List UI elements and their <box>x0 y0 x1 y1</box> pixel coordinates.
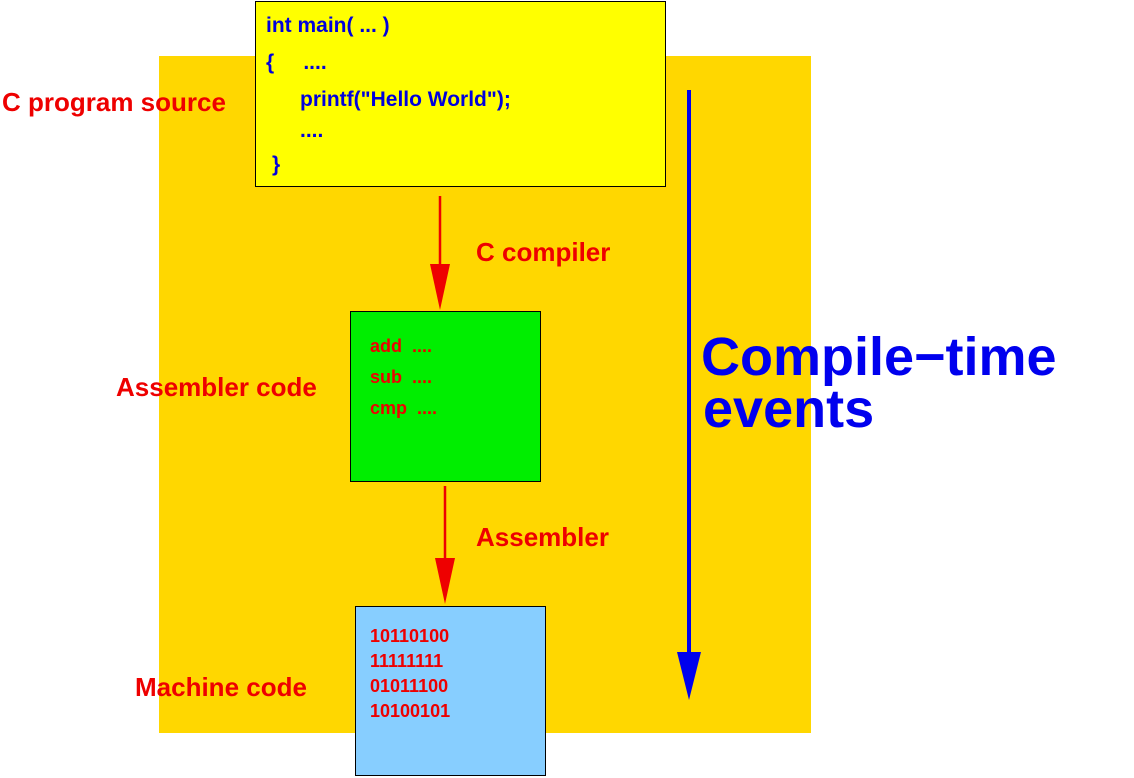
compile-time-title-line2: events <box>703 379 875 439</box>
source-line-3: printf("Hello World"); <box>300 88 511 111</box>
assembler-label: Assembler <box>476 522 609 552</box>
c-source-box: int main( ... ) { .... printf("Hello Wor… <box>255 1 666 187</box>
mc-line-1: 10110100 <box>370 626 450 646</box>
mc-line-3: 01011100 <box>370 676 449 696</box>
machine-code-label: Machine code <box>135 672 307 702</box>
asm-line-1: add .... <box>370 336 433 356</box>
assembler-arrow <box>435 486 455 604</box>
source-line-1: int main( ... ) <box>266 14 390 37</box>
compiler-arrow <box>430 196 450 310</box>
timeline-arrow <box>677 90 701 700</box>
asm-line-2: sub .... <box>370 367 433 387</box>
compile-time-title-line1: Compile−time <box>701 327 1057 387</box>
c-source-label: C program source <box>2 87 226 117</box>
assembler-code-label: Assembler code <box>116 372 317 402</box>
c-compiler-label: C compiler <box>476 237 611 267</box>
source-line-5: } <box>272 153 281 176</box>
assembler-code-box: add .... sub .... cmp .... <box>350 311 541 482</box>
mc-line-4: 10100101 <box>370 701 451 721</box>
asm-line-3: cmp .... <box>370 398 438 418</box>
machine-code-box: 10110100 11111111 01011100 10100101 <box>355 606 546 776</box>
source-line-4: .... <box>300 119 324 142</box>
source-line-2: { .... <box>266 51 327 74</box>
mc-line-2: 11111111 <box>370 651 444 671</box>
